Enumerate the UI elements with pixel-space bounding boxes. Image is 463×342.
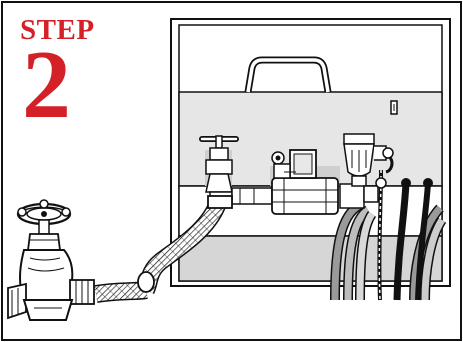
step-number: 2 (22, 36, 71, 134)
hose-bib-faucet (8, 200, 94, 320)
indicator-light (391, 101, 397, 114)
